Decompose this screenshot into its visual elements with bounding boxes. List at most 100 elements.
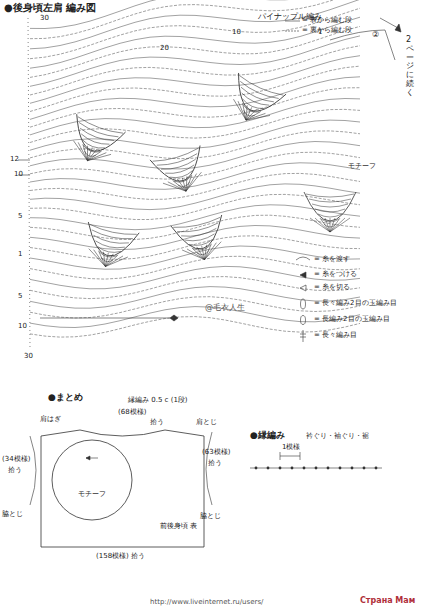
stroke bbox=[318, 214, 342, 217]
label: (68模様) bbox=[118, 408, 146, 416]
label: モチーフ bbox=[348, 162, 376, 170]
stroke bbox=[69, 141, 93, 161]
motif-circle: モチーフ bbox=[50, 438, 134, 522]
label: 5 bbox=[18, 212, 22, 220]
label: @毛衣人生 bbox=[205, 303, 245, 312]
stroke bbox=[30, 8, 360, 59]
stroke bbox=[30, 46, 360, 95]
label: http://www.liveinternet.ru/users/ bbox=[150, 598, 263, 606]
stroke bbox=[192, 246, 205, 262]
stitch-dot bbox=[303, 467, 306, 470]
stroke bbox=[238, 76, 283, 98]
stroke bbox=[91, 230, 133, 242]
legend-text: = 表から編む段 bbox=[302, 16, 352, 24]
stroke bbox=[30, 226, 360, 250]
label: 拾う bbox=[150, 418, 164, 426]
stroke bbox=[315, 218, 330, 232]
stroke bbox=[171, 215, 228, 254]
stroke bbox=[237, 103, 252, 120]
stroke bbox=[30, 142, 360, 169]
stroke bbox=[330, 218, 331, 232]
label: 10 bbox=[14, 170, 23, 178]
label: 脇とじ bbox=[200, 512, 221, 520]
stroke bbox=[30, 66, 360, 111]
stroke bbox=[86, 249, 108, 267]
node-text: モチーフ bbox=[78, 490, 106, 498]
stroke bbox=[330, 218, 345, 232]
stroke bbox=[30, 109, 360, 142]
label: (34模様) bbox=[2, 455, 30, 463]
stroke bbox=[30, 317, 360, 338]
stroke bbox=[330, 218, 350, 232]
stroke bbox=[95, 241, 125, 250]
label: 縁編み 0.5 c (1段) bbox=[128, 396, 188, 404]
stroke bbox=[197, 246, 205, 261]
label: 12 bbox=[10, 155, 19, 163]
body-outline: 前後身頃 表 モチーフ bbox=[40, 428, 205, 548]
label: 肩はぎ bbox=[40, 415, 61, 423]
stitch-dot bbox=[327, 467, 330, 470]
stroke bbox=[182, 174, 200, 192]
node-text: 前後身頃 表 bbox=[160, 522, 197, 530]
label: 拾う bbox=[208, 459, 222, 467]
circle-shape bbox=[52, 440, 132, 520]
stroke bbox=[30, 256, 360, 279]
label: (158模様) 拾う bbox=[96, 552, 145, 560]
stroke bbox=[89, 224, 137, 237]
stroke bbox=[202, 243, 220, 260]
stroke bbox=[30, 173, 360, 199]
legend-text: = 長編み2目の玉編み目 bbox=[314, 315, 390, 323]
stitch-dot bbox=[363, 467, 366, 470]
stroke bbox=[185, 234, 215, 243]
pineapple-motif bbox=[171, 215, 230, 265]
stroke bbox=[30, 266, 360, 288]
label: ●まとめ bbox=[48, 392, 83, 402]
stitch-dot bbox=[339, 467, 342, 470]
stroke bbox=[101, 252, 109, 267]
stroke bbox=[312, 204, 348, 207]
label: 5 bbox=[18, 292, 22, 300]
label: Страна Мам bbox=[360, 596, 415, 605]
stroke bbox=[315, 209, 345, 212]
stroke bbox=[153, 148, 200, 164]
pineapple-motif bbox=[304, 192, 356, 232]
stroke bbox=[246, 107, 270, 128]
stitch-dot bbox=[291, 467, 294, 470]
label: 脇とじ bbox=[2, 510, 23, 518]
stroke bbox=[304, 192, 356, 221]
stroke bbox=[30, 297, 360, 318]
stroke bbox=[182, 246, 204, 264]
legend-text: = 糸を渡す bbox=[314, 255, 350, 263]
stroke bbox=[93, 235, 129, 245]
stroke bbox=[67, 114, 126, 159]
label: ② bbox=[372, 30, 379, 39]
stroke bbox=[78, 144, 92, 161]
stitch-dot bbox=[255, 467, 258, 470]
stroke bbox=[30, 205, 360, 230]
outline bbox=[50, 438, 134, 522]
pineapple-motif bbox=[80, 222, 139, 272]
stroke bbox=[182, 172, 205, 191]
stroke bbox=[227, 73, 286, 121]
label: 30 bbox=[24, 352, 33, 360]
stroke bbox=[310, 218, 330, 232]
stroke bbox=[79, 128, 114, 143]
stroke bbox=[181, 228, 217, 238]
label: ●縁編み bbox=[250, 430, 285, 440]
legend-text: = 糸を切る bbox=[314, 283, 350, 291]
stroke bbox=[30, 307, 360, 328]
label: 1 bbox=[18, 250, 22, 258]
stroke bbox=[177, 223, 219, 235]
stitch-dot bbox=[279, 467, 282, 470]
chart-title: ●後身頃左肩 編み図 bbox=[4, 2, 96, 14]
pineapple-motif bbox=[63, 114, 126, 169]
legend-text: = 長々編み目 bbox=[314, 331, 357, 339]
stroke bbox=[240, 93, 269, 108]
stroke bbox=[105, 253, 127, 271]
stroke bbox=[306, 194, 354, 197]
label: 10 bbox=[18, 322, 27, 330]
legend-text: = 長々編み2目の玉編み目 bbox=[314, 299, 397, 307]
stroke bbox=[82, 222, 139, 261]
label: 2 ページに続く bbox=[406, 36, 414, 98]
stitch-dot bbox=[375, 467, 378, 470]
